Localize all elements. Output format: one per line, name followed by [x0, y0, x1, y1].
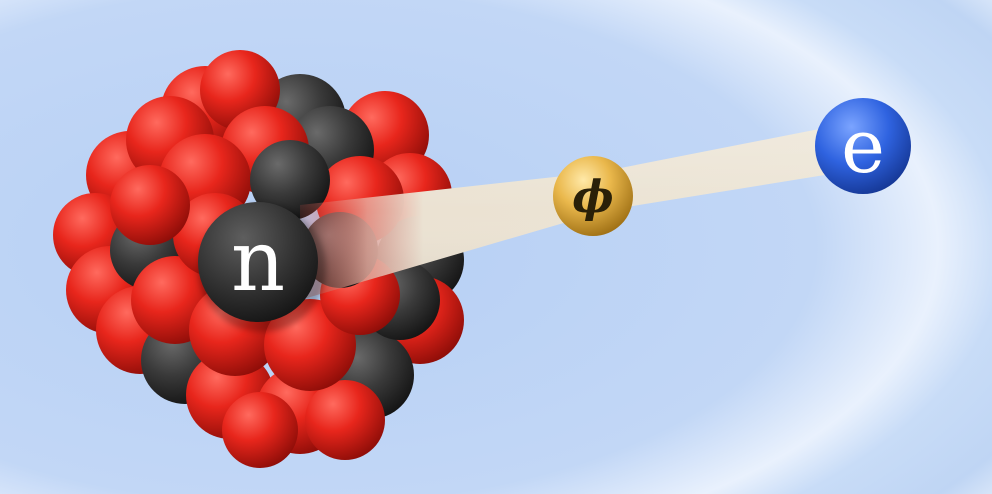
proton-sphere	[110, 165, 190, 245]
neutron-particle: n	[198, 202, 326, 332]
mediator-label: ϕ	[572, 172, 613, 223]
proton-sphere	[305, 380, 385, 460]
electron-label: e	[841, 104, 885, 190]
neutron-label: n	[231, 212, 285, 310]
proton-sphere	[222, 392, 298, 468]
nucleon-sphere	[250, 140, 330, 220]
electron-particle: e	[815, 98, 911, 194]
mediator-particle: ϕ	[553, 156, 633, 236]
